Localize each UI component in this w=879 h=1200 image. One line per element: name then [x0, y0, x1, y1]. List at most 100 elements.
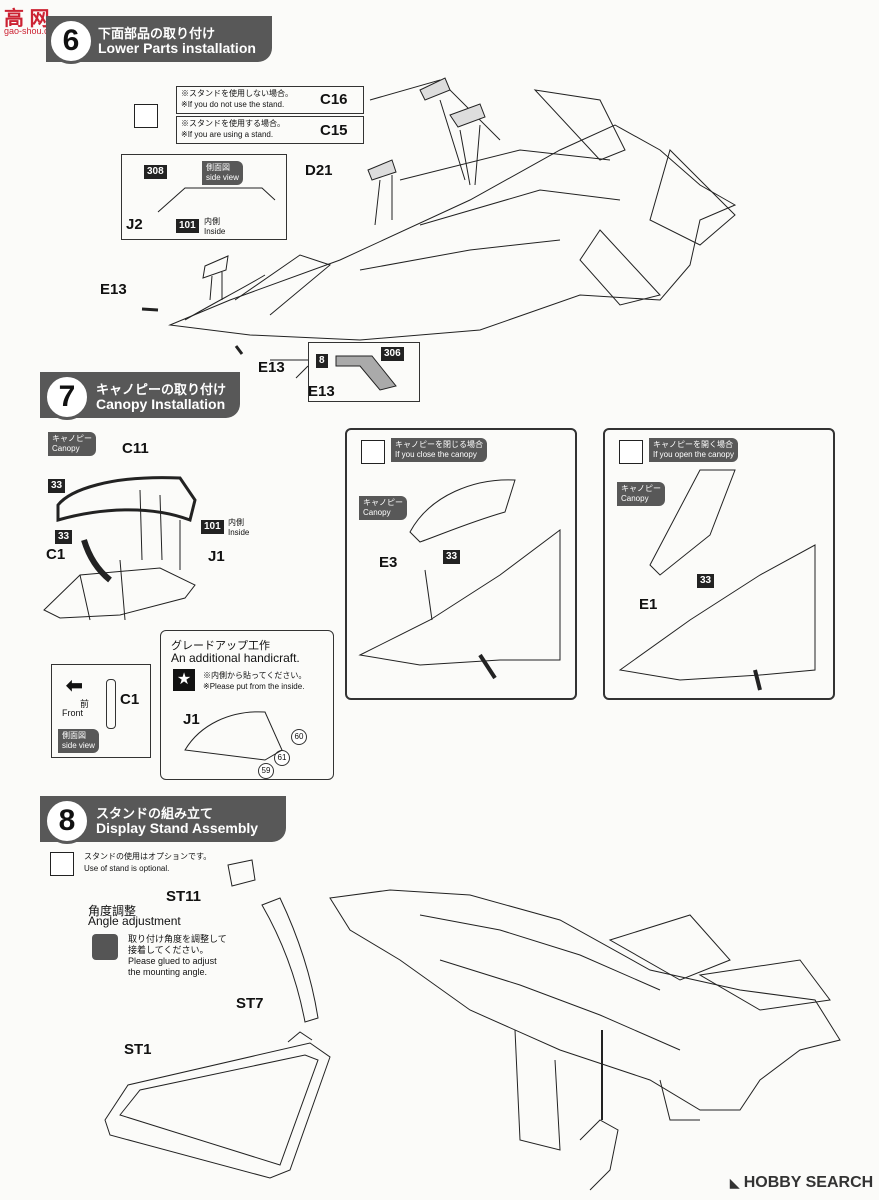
glue-icon [92, 934, 118, 960]
j2-side-view-box: 308 側面図 side view 101 内側 Inside [121, 154, 287, 240]
sv-c1-label: C1 [120, 691, 140, 708]
part-st7-label: ST7 [236, 995, 264, 1012]
checker-icon [134, 104, 158, 128]
part-c15-label: C15 [320, 122, 348, 139]
arrow-left-icon: ⬅ [66, 675, 83, 697]
no-stand-note: ※スタンドを使用しない場合。 ※If you do not use the st… [176, 86, 364, 114]
step7-canopy-parts [43, 476, 197, 621]
stand-note: ※スタンドを使用する場合。 ※If you are using a stand. [176, 116, 364, 144]
paint-8: 8 [316, 354, 328, 368]
handicraft-panel: グレードアップ工作 An additional handicraft. ★ ※内… [160, 630, 334, 780]
inside-en: Inside [204, 227, 226, 236]
logo-mark-icon: ◣ [730, 1176, 740, 1190]
close-canopy-part-en: Canopy [363, 508, 391, 517]
part-st1-label: ST1 [124, 1041, 152, 1058]
step7-title-jp: キャノピーの取り付け [96, 382, 227, 397]
part-d21-label: D21 [305, 162, 333, 179]
step8-aircraft [329, 889, 841, 1191]
front-jp: 前 [80, 699, 90, 709]
c1-profile-line [106, 679, 116, 729]
step6-title-en: Lower Parts installation [98, 40, 256, 56]
step7-title-en: Canopy Installation [96, 396, 226, 412]
side-view-tag: 側面図 side view [202, 161, 243, 185]
put-inside-jp: ※内側から貼ってください。 [203, 671, 307, 680]
close-canopy-part-tag: キャノピー Canopy [359, 496, 407, 520]
close-canopy-tag: キャノピーを閉じる場合 If you close the canopy [391, 438, 487, 462]
paint-33-a: 33 [48, 479, 66, 493]
sv-jp: 側面図 [62, 731, 86, 740]
sv-en: side view [62, 741, 95, 750]
checker-icon [50, 852, 74, 876]
step8-number: 8 [44, 798, 90, 844]
put-inside-en: ※Please put from the inside. [203, 682, 305, 691]
open-canopy-tag: キャノピーを開く場合 If you open the canopy [649, 438, 738, 462]
decal-60: 60 [291, 729, 307, 745]
angle-jp: 角度調整 [88, 904, 137, 918]
open-canopy-en: If you open the canopy [653, 450, 734, 459]
paint-101-b: 101 [201, 520, 224, 534]
open-canopy-part-jp: キャノピー [621, 484, 661, 493]
part-e13-label-2: E13 [258, 359, 285, 376]
stand-parts [104, 859, 331, 1179]
watermark-url: gao-shou.com [4, 26, 62, 36]
paint-308: 308 [144, 165, 167, 179]
j2-frame-shape [157, 187, 276, 213]
e13-strip [335, 355, 397, 391]
canopy-tag: キャノピー Canopy [48, 432, 96, 456]
handicraft-en: An additional handicraft. [171, 651, 300, 665]
side-view-en: side view [206, 173, 239, 182]
open-canopy-jp: キャノピーを開く場合 [653, 440, 733, 449]
stand-jp: ※スタンドを使用する場合。 [181, 119, 285, 128]
star-icon: ★ [173, 669, 195, 691]
part-c11-label: C11 [122, 440, 149, 457]
watermark-logo: 高 网 [4, 8, 50, 30]
paint-101: 101 [176, 219, 199, 233]
optional-en: Use of stand is optional. [84, 864, 170, 873]
stand-en: ※If you are using a stand. [181, 130, 274, 139]
decal-59: 59 [258, 763, 274, 779]
step6-title-jp: 下面部品の取り付け [98, 26, 216, 41]
step7-number: 7 [44, 374, 90, 420]
part-st11-label: ST11 [166, 888, 202, 905]
c1-side-view-panel: ⬅ 前 Front C1 側面図 side view [51, 664, 151, 758]
inside-jp: 内側 [204, 217, 220, 226]
inside-jp-b: 内側 [228, 518, 244, 527]
close-canopy-jp: キャノピーを閉じる場合 [395, 440, 483, 449]
footer-logo: ◣ HOBBY SEARCH [730, 1174, 873, 1192]
glue-jp-1: 取り付け角度を調整して [128, 934, 227, 944]
part-e1-label: E1 [639, 596, 658, 613]
step6-number: 6 [48, 18, 94, 64]
inside-en-b: Inside [228, 528, 250, 537]
part-j1-label: J1 [208, 548, 225, 565]
part-e13-label-1: E13 [100, 281, 127, 298]
step8-title-jp: スタンドの組み立て [96, 806, 214, 821]
open-canopy-part-tag: キャノピー Canopy [617, 482, 665, 506]
footer-logo-text: HOBBY SEARCH [743, 1174, 874, 1191]
canopy-tag-jp: キャノピー [52, 434, 92, 443]
handicraft-j1-label: J1 [183, 711, 200, 728]
glue-en-1: Please glued to adjust [128, 956, 217, 966]
paint-33-d: 33 [697, 574, 715, 588]
close-canopy-panel: キャノピーを閉じる場合 If you close the canopy キャノピ… [345, 428, 577, 700]
checker-icon [619, 440, 643, 464]
close-canopy-part-jp: キャノピー [363, 498, 403, 507]
glue-jp-2: 接着してください。 [128, 945, 209, 955]
part-j2-label: J2 [126, 216, 143, 233]
handicraft-canopy [184, 711, 283, 761]
open-canopy-aircraft [618, 469, 816, 691]
paint-306: 306 [381, 347, 404, 361]
part-c1-label: C1 [46, 546, 66, 563]
part-e3-label: E3 [379, 554, 398, 571]
canopy-tag-en: Canopy [52, 444, 80, 453]
no-stand-jp: ※スタンドを使用しない場合。 [181, 89, 293, 98]
close-canopy-aircraft [358, 479, 561, 680]
no-stand-en: ※If you do not use the stand. [181, 100, 285, 109]
side-view-jp: 側面図 [206, 163, 230, 172]
close-canopy-en: If you close the canopy [395, 450, 477, 459]
part-c16-label: C16 [320, 91, 348, 108]
front-en: Front [62, 708, 84, 718]
angle-en: Angle adjustment [88, 914, 181, 928]
open-canopy-part-en: Canopy [621, 494, 649, 503]
optional-jp: スタンドの使用はオプションです。 [84, 852, 212, 861]
